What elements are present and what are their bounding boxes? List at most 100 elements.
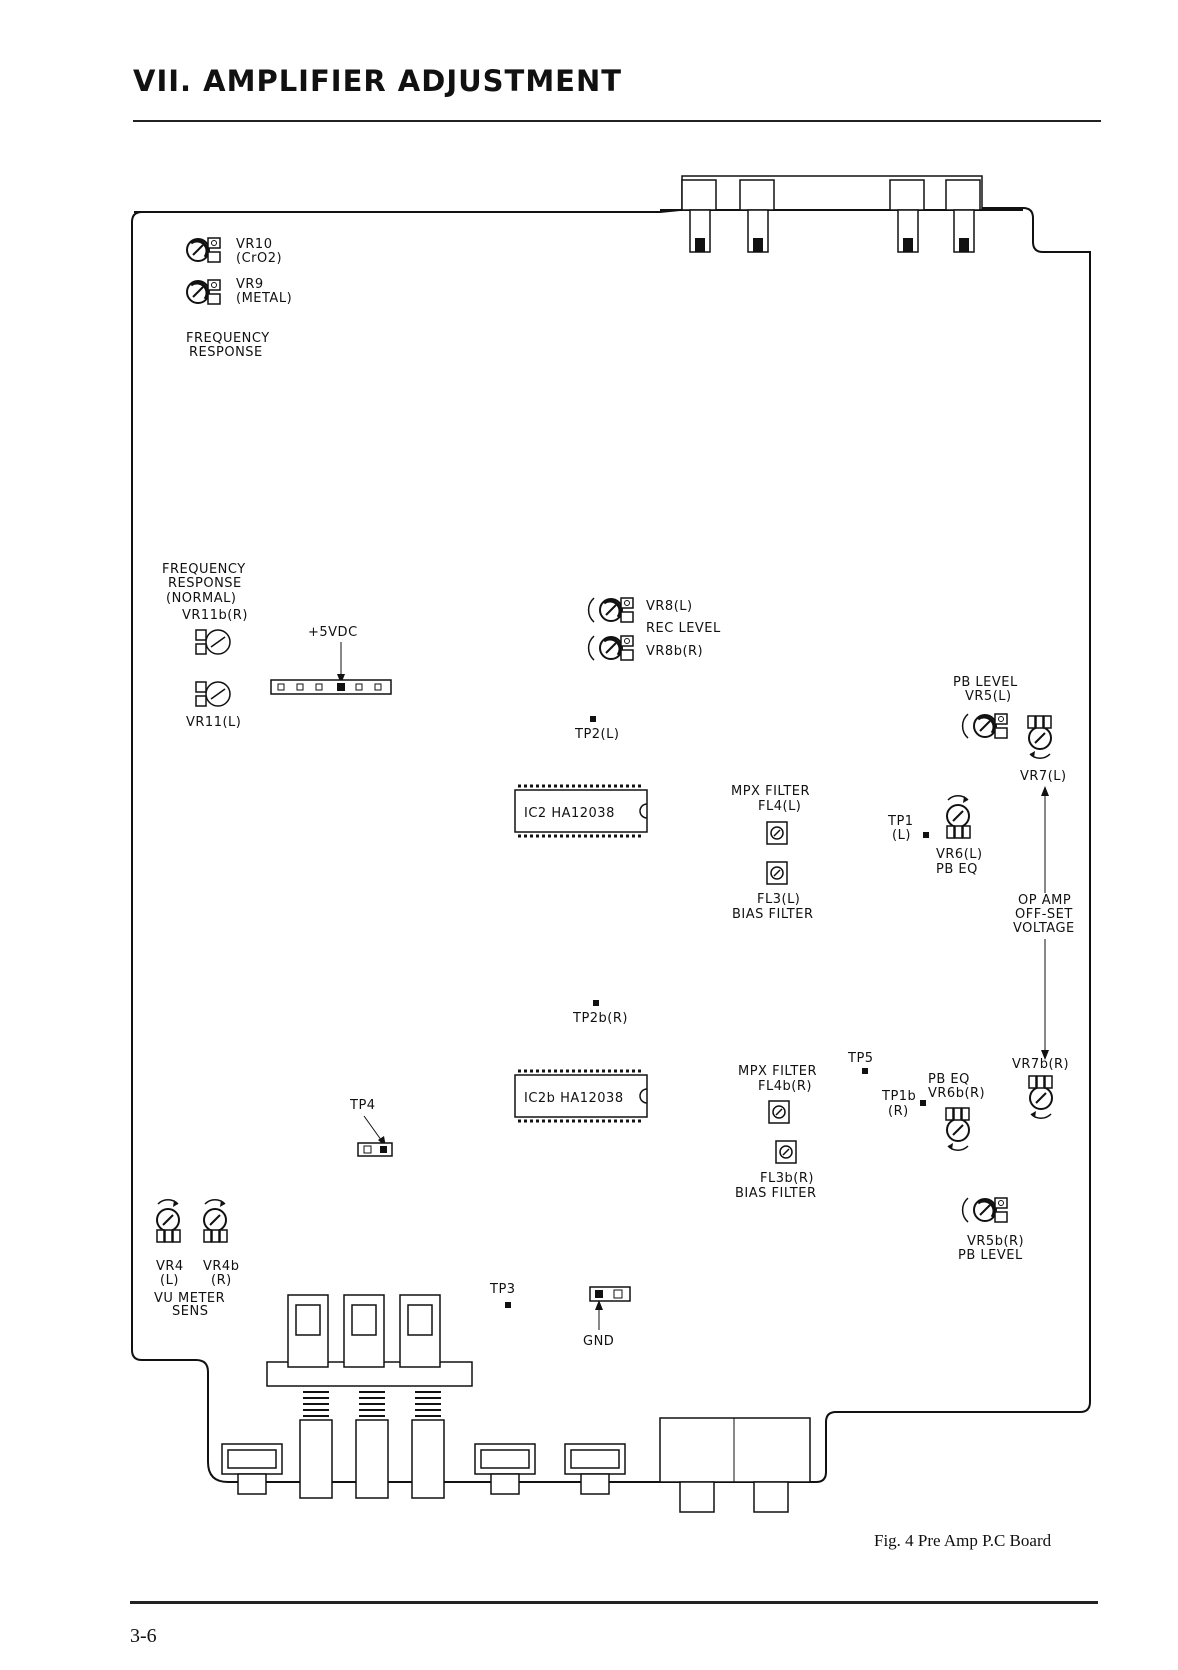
- pb-eq-label: PB EQ: [928, 1072, 970, 1087]
- vr5-label: VR5(L): [965, 689, 1012, 704]
- ic2-chip: [514, 784, 648, 838]
- header-rule: [133, 120, 1101, 122]
- vr5b-trimmer: [972, 1196, 1009, 1224]
- vr11-trimmer: [195, 681, 231, 707]
- sens-label: SENS: [172, 1304, 208, 1319]
- tp5-point: [862, 1068, 868, 1074]
- fl4-coil: [766, 821, 788, 845]
- footer-rule: [130, 1601, 1098, 1604]
- vr5b-label: VR5b(R): [967, 1234, 1024, 1249]
- vr10-label: VR10: [236, 237, 272, 252]
- vr8b-label: VR8b(R): [646, 644, 703, 659]
- vr4-trimmer: [156, 1198, 181, 1243]
- vr8-trimmer: [598, 596, 635, 624]
- tp1b-r-label: (R): [888, 1104, 909, 1119]
- top-jack-strip: [660, 175, 1023, 211]
- top-jack-4: [945, 179, 981, 253]
- bottom-switch-1: [221, 1443, 283, 1495]
- vr7b-trimmer: [1028, 1075, 1053, 1120]
- tp3-point: [505, 1302, 511, 1308]
- page-title: VII. AMPLIFIER ADJUSTMENT: [133, 64, 623, 98]
- top-jack-1: [681, 179, 717, 253]
- frequency-response-normal-label: RESPONSE: [168, 576, 242, 591]
- tp1-l-label: (L): [892, 828, 911, 843]
- vr11b-label: VR11b(R): [182, 608, 248, 623]
- tp2b-label: TP2b(R): [572, 1011, 628, 1026]
- mpx-filter-label: MPX FILTER: [738, 1064, 817, 1079]
- bottom-switch-3: [564, 1443, 626, 1495]
- op-amp-label: OP AMP: [1018, 893, 1071, 908]
- vr11b-trimmer: [195, 629, 231, 655]
- tp4-label: TP4: [349, 1098, 376, 1113]
- tp1-label: TP1: [887, 814, 914, 829]
- top-jack-3: [889, 179, 925, 253]
- plus-5vdc-label: +5VDC: [308, 625, 358, 640]
- vr11-label: VR11(L): [186, 715, 241, 730]
- vr7b-label: VR7b(R): [1012, 1057, 1069, 1072]
- mpx-filter-label: MPX FILTER: [731, 784, 810, 799]
- tp4-connector: [357, 1142, 393, 1157]
- tp2-label: TP2(L): [574, 727, 619, 742]
- voltage-label: VOLTAGE: [1013, 921, 1075, 936]
- fl3b-label: FL3b(R): [760, 1171, 814, 1186]
- bias-filter-label: BIAS FILTER: [732, 907, 813, 922]
- ic2b-chip: [514, 1069, 648, 1123]
- frequency-response-label: RESPONSE: [189, 345, 263, 360]
- vr8-label: VR8(L): [646, 599, 693, 614]
- frequency-response-label: FREQUENCY: [186, 331, 270, 346]
- board-outline: [131, 207, 1091, 1483]
- fl3b-coil: [775, 1140, 797, 1164]
- gnd-label: GND: [583, 1334, 614, 1349]
- vr4b-label: VR4b: [203, 1259, 239, 1274]
- gnd-connector: [589, 1286, 631, 1302]
- fl4-label: FL4(L): [758, 799, 801, 814]
- vu-meter-label: VU METER: [154, 1291, 225, 1306]
- tp3-label: TP3: [489, 1282, 516, 1297]
- tp2b-point: [593, 1000, 599, 1006]
- top-jack-2: [739, 179, 775, 253]
- vr4b-r-label: (R): [211, 1273, 232, 1288]
- vr9-label: VR9: [236, 277, 264, 292]
- fl3-coil: [766, 861, 788, 885]
- figure-caption: Fig. 4 Pre Amp P.C Board: [874, 1531, 1052, 1550]
- ic2-label: IC2 HA12038: [524, 806, 615, 821]
- ic2b-label: IC2b HA12038: [524, 1091, 624, 1106]
- tp1-point: [923, 832, 929, 838]
- vr7-trimmer: [1027, 715, 1052, 760]
- pb-eq-label: PB EQ: [936, 862, 978, 877]
- vr4-label: VR4: [156, 1259, 184, 1274]
- vr6b-trimmer: [945, 1107, 970, 1152]
- fl3-label: FL3(L): [757, 892, 800, 907]
- tp1b-point: [920, 1100, 926, 1106]
- vr8b-trimmer: [598, 634, 635, 662]
- tp1b-label: TP1b: [881, 1089, 916, 1104]
- vr9-trimmer: [185, 278, 222, 306]
- fl4b-coil: [768, 1100, 790, 1124]
- vr4-l-label: (L): [160, 1273, 179, 1288]
- vr6-label: VR6(L): [936, 847, 983, 862]
- page-number: 3-6: [130, 1625, 157, 1647]
- cro2-label: (CrO2): [236, 251, 282, 266]
- pb-level-label: PB LEVEL: [953, 675, 1018, 690]
- vr4b-trimmer: [203, 1198, 228, 1243]
- push-switch-block: [266, 1294, 473, 1499]
- rec-level-label: REC LEVEL: [646, 621, 721, 636]
- bottom-switch-2: [474, 1443, 536, 1495]
- vr10-trimmer: [185, 236, 222, 264]
- vr6b-label: VR6b(R): [928, 1086, 985, 1101]
- off-set-label: OFF-SET: [1015, 907, 1073, 922]
- fl4b-label: FL4b(R): [758, 1079, 812, 1094]
- vr7-label: VR7(L): [1020, 769, 1067, 784]
- tp2-point: [590, 716, 596, 722]
- plus-5vdc-connector: [270, 679, 392, 695]
- vr6-trimmer: [946, 794, 971, 839]
- tp5-label: TP5: [847, 1051, 874, 1066]
- normal-label: (NORMAL): [166, 591, 237, 606]
- pb-level-label: PB LEVEL: [958, 1248, 1023, 1263]
- vr5-trimmer: [972, 712, 1009, 740]
- bottom-jack-block: [659, 1417, 811, 1513]
- metal-label: (METAL): [236, 291, 292, 306]
- frequency-response-normal-label: FREQUENCY: [162, 562, 246, 577]
- bias-filter-label: BIAS FILTER: [735, 1186, 816, 1201]
